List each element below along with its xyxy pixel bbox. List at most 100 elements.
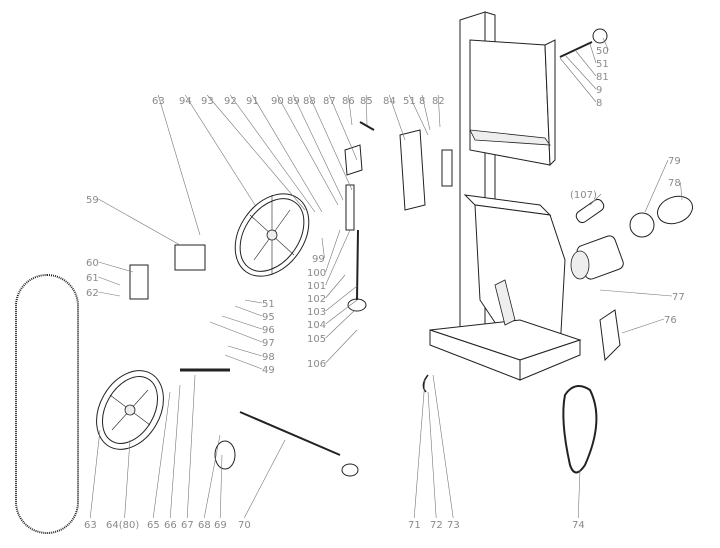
leader-line (325, 299, 358, 325)
part-label: 92 (224, 96, 237, 107)
leader-line (427, 391, 437, 519)
part-label: 105 (307, 334, 326, 345)
part-label: 94 (179, 96, 192, 107)
part-label: 101 (307, 281, 326, 292)
part-label: 62 (86, 288, 99, 299)
leader-line (234, 305, 263, 317)
motor (570, 195, 693, 280)
part-label: 78 (668, 178, 681, 189)
part-label: 67 (181, 520, 194, 531)
part-label: 87 (323, 96, 336, 107)
leader-line (98, 291, 121, 297)
leader-line (89, 429, 101, 519)
leader-line (325, 274, 346, 299)
leader-line (321, 237, 325, 259)
leader-line (224, 354, 263, 370)
part-label: 90 (271, 96, 284, 107)
part-label: 66 (164, 520, 177, 531)
leader-line (292, 94, 344, 201)
part-label: 74 (572, 520, 585, 531)
leader-line (169, 384, 181, 519)
part-label: 77 (672, 292, 685, 303)
leader-line (227, 345, 263, 357)
part-label: 51 (596, 59, 609, 70)
leader-line (276, 94, 339, 206)
part-label: 65 (147, 520, 160, 531)
leader-line (577, 469, 581, 519)
part-label: 9 (596, 85, 602, 96)
part-label: 69 (214, 520, 227, 531)
leader-line (574, 49, 597, 77)
part-label: 104 (307, 320, 326, 331)
leader-line (243, 439, 286, 519)
part-label: 63 (152, 96, 165, 107)
leader-line (413, 379, 426, 519)
leader-line (221, 315, 263, 330)
part-label: 97 (262, 338, 275, 349)
part-label: 50 (596, 46, 609, 57)
leader-line (325, 329, 358, 364)
part-label: 8 (419, 96, 425, 107)
leader-line (325, 309, 356, 339)
part-label: 59 (86, 195, 99, 206)
part-label: 96 (262, 325, 275, 336)
part-label: 49 (262, 365, 275, 376)
leader-line (644, 159, 669, 213)
leader-line (421, 94, 431, 131)
leader-line (680, 181, 683, 201)
leader-line (98, 198, 181, 246)
part-label: 82 (432, 96, 445, 107)
part-label: 8 (596, 98, 602, 109)
part-label: 99 (312, 254, 325, 265)
leader-line (437, 94, 441, 128)
part-label: 51 (262, 299, 275, 310)
part-label: 71 (408, 520, 421, 531)
leader-line (589, 193, 602, 206)
lower-wheel (96, 370, 164, 450)
leader-line (564, 54, 597, 90)
drive-belt (562, 385, 598, 474)
leader-line (559, 57, 597, 103)
part-label: 60 (86, 258, 99, 269)
part-label: 103 (307, 307, 326, 318)
part-label: 84 (383, 96, 396, 107)
part-label: 106 (307, 359, 326, 370)
leader-line (347, 94, 353, 126)
leader-line (328, 94, 358, 161)
frame-column (344, 11, 582, 381)
part-label: 73 (447, 520, 460, 531)
leader-line (206, 94, 306, 211)
leader-line (251, 94, 323, 213)
leader-line (325, 229, 341, 273)
part-label: (107) (570, 190, 597, 201)
part-label: 63 (84, 520, 97, 531)
part-label: 81 (596, 72, 609, 83)
part-label: 98 (262, 352, 275, 363)
leader-line (98, 261, 134, 273)
leader-line (388, 94, 406, 141)
leader-line (229, 94, 316, 213)
leader-line (602, 37, 609, 51)
saw-blade (15, 274, 79, 534)
leader-line (325, 285, 358, 312)
part-label: 79 (668, 156, 681, 167)
leader-line (589, 43, 597, 64)
leader-line (599, 289, 673, 297)
part-label: 88 (303, 96, 316, 107)
part-label: 91 (246, 96, 259, 107)
leader-line (325, 229, 351, 286)
leader-line (152, 391, 171, 519)
part-label: 76 (664, 315, 677, 326)
part-label: 70 (238, 520, 251, 531)
leader-line (432, 374, 454, 519)
leader-line (308, 94, 353, 191)
part-label: 68 (198, 520, 211, 531)
part-label: 89 (287, 96, 300, 107)
leader-line (157, 94, 201, 236)
leader-line (621, 318, 665, 334)
leader-line (244, 299, 263, 304)
part-label: 61 (86, 273, 99, 284)
part-label: 95 (262, 312, 275, 323)
